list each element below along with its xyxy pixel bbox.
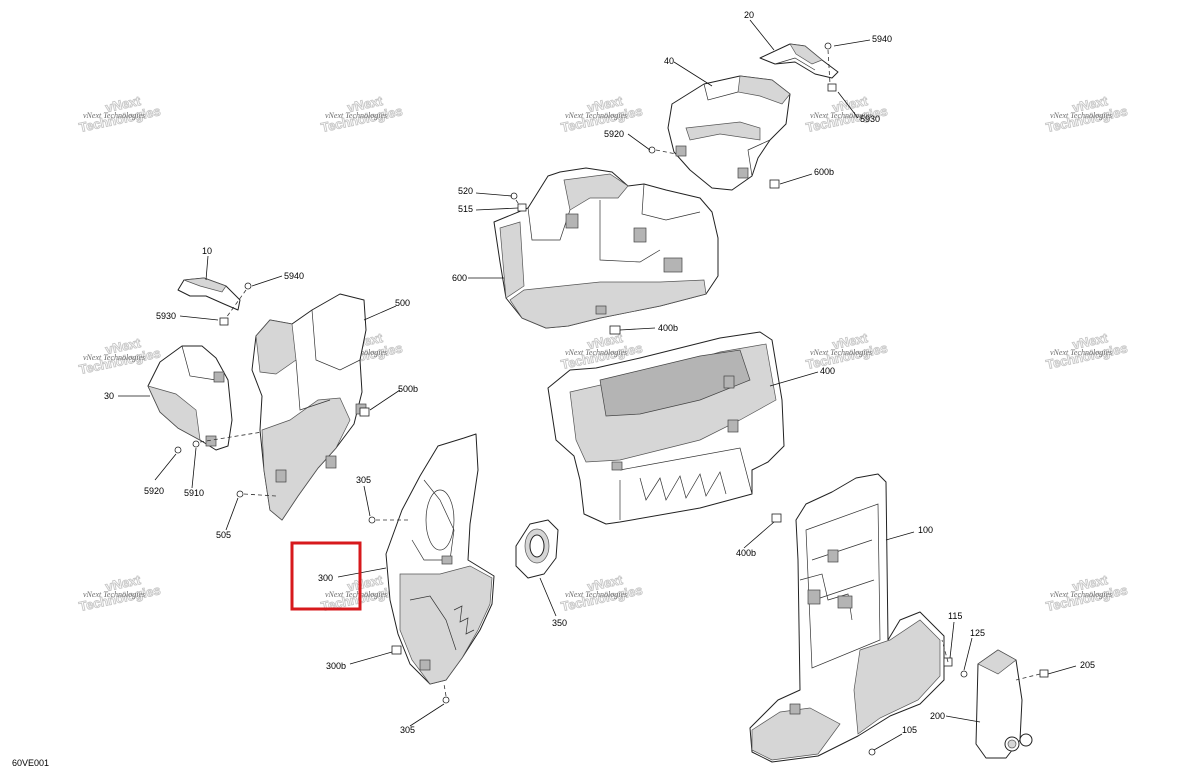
callout-5920-top[interactable]: 5920: [604, 129, 624, 139]
callout-400b-bottom[interactable]: 400b: [736, 548, 756, 558]
callout-5910[interactable]: 5910: [184, 488, 204, 498]
fastener-5920-left[interactable]: [174, 446, 182, 454]
callout-520[interactable]: 520: [458, 186, 473, 196]
fastener-600b[interactable]: [769, 179, 780, 189]
callout-500b[interactable]: 500b: [398, 384, 418, 394]
callout-5930-top[interactable]: 5930: [860, 114, 880, 124]
fastener-5920-top[interactable]: [648, 146, 656, 154]
svg-text:vNext Technologies: vNext Technologies: [83, 111, 145, 120]
watermark-9: Technologies vNext vNext Technologies: [804, 330, 889, 373]
fastener-300b[interactable]: [391, 645, 402, 655]
fastener-5930-top[interactable]: [827, 83, 837, 92]
part-100-panel[interactable]: [749, 473, 945, 763]
svg-text:vNext Technologies: vNext Technologies: [1050, 348, 1112, 357]
callout-115[interactable]: 115: [948, 611, 962, 621]
callout-305-top[interactable]: 305: [356, 475, 371, 485]
callout-5940-left[interactable]: 5940: [284, 271, 304, 281]
callouts: 20 5940 40 5930 5920 600b 520 515 600 40…: [104, 10, 1095, 735]
fastener-5930-left[interactable]: [219, 317, 229, 326]
fastener-5910[interactable]: [192, 440, 200, 448]
part-300-panel[interactable]: [385, 433, 495, 685]
callout-5920-left[interactable]: 5920: [144, 486, 164, 496]
callout-505[interactable]: 505: [216, 530, 231, 540]
fastener-400b-bottom[interactable]: [771, 513, 782, 523]
callout-305-bottom[interactable]: 305: [400, 725, 415, 735]
watermark-5: Technologies vNext vNext Technologies: [1044, 93, 1129, 136]
callout-200[interactable]: 200: [930, 711, 945, 721]
callout-205[interactable]: 205: [1080, 660, 1095, 670]
callout-10[interactable]: 10: [202, 246, 212, 256]
fastener-500b[interactable]: [359, 407, 370, 417]
watermarks: Technologies vNext vNext Technologies Te…: [77, 93, 1129, 615]
svg-text:vNext Technologies: vNext Technologies: [325, 590, 387, 599]
svg-text:vNext Technologies: vNext Technologies: [1050, 111, 1112, 120]
svg-text:vNext Technologies: vNext Technologies: [565, 348, 627, 357]
callout-125[interactable]: 125: [970, 628, 985, 638]
fastener-105[interactable]: [868, 748, 876, 756]
watermark-4: Technologies vNext vNext Technologies: [804, 93, 889, 136]
callout-300b[interactable]: 300b: [326, 661, 346, 671]
part-30-cover[interactable]: [147, 345, 233, 451]
part-40-cover[interactable]: [667, 75, 791, 191]
svg-text:vNext Technologies: vNext Technologies: [83, 353, 145, 362]
callout-30[interactable]: 30: [104, 391, 114, 401]
callout-100[interactable]: 100: [918, 525, 933, 535]
part-600-panel[interactable]: [493, 167, 719, 329]
callout-500[interactable]: 500: [395, 298, 410, 308]
fastener-125[interactable]: [960, 670, 968, 678]
svg-text:vNext Technologies: vNext Technologies: [565, 590, 627, 599]
watermark-3: Technologies vNext vNext Technologies: [559, 93, 644, 136]
svg-text:vNext Technologies: vNext Technologies: [1050, 590, 1112, 599]
svg-text:vNext Technologies: vNext Technologies: [810, 111, 872, 120]
svg-text:vNext Technologies: vNext Technologies: [83, 590, 145, 599]
part-200-module[interactable]: [975, 649, 1033, 759]
callout-5930-left[interactable]: 5930: [156, 311, 176, 321]
callout-350[interactable]: 350: [552, 618, 567, 628]
fastener-5940-top[interactable]: [824, 42, 832, 50]
part-500-panel[interactable]: [251, 293, 367, 521]
callout-400[interactable]: 400: [820, 366, 835, 376]
watermark-10: Technologies vNext vNext Technologies: [1044, 330, 1129, 373]
callout-515[interactable]: 515: [458, 204, 473, 214]
part-400-panel[interactable]: [547, 331, 785, 525]
callout-105[interactable]: 105: [902, 725, 917, 735]
svg-text:vNext Technologies: vNext Technologies: [810, 348, 872, 357]
fastener-505[interactable]: [236, 490, 244, 498]
watermark-6: Technologies vNext vNext Technologies: [77, 335, 162, 378]
watermark-13: Technologies vNext vNext Technologies: [559, 572, 644, 615]
fastener-305-bottom[interactable]: [442, 696, 450, 704]
callout-600b[interactable]: 600b: [814, 167, 834, 177]
leader-lines: [118, 19, 1077, 751]
fastener-5940-left[interactable]: [244, 282, 252, 290]
part-20-bracket[interactable]: [759, 43, 839, 79]
assembly-lines: [199, 49, 1041, 697]
callout-5940-top[interactable]: 5940: [872, 34, 892, 44]
callout-20[interactable]: 20: [744, 10, 754, 20]
callout-400b-top[interactable]: 400b: [658, 323, 678, 333]
fastener-205[interactable]: [1039, 669, 1049, 678]
watermark-2: Technologies vNext vNext Technologies: [319, 93, 404, 136]
part-10-bracket[interactable]: [177, 277, 241, 311]
part-350-grommet[interactable]: [515, 519, 559, 579]
svg-text:vNext Technologies: vNext Technologies: [565, 111, 627, 120]
svg-text:vNext Technologies: vNext Technologies: [325, 111, 387, 120]
watermark-15: Technologies vNext vNext Technologies: [1044, 572, 1129, 615]
watermark-1: Technologies vNext vNext Technologies: [77, 93, 162, 136]
callout-300[interactable]: 300: [318, 573, 333, 583]
callout-600[interactable]: 600: [452, 273, 467, 283]
watermark-11: Technologies vNext vNext Technologies: [77, 572, 162, 615]
fastener-400b-top[interactable]: [609, 325, 621, 335]
fastener-515[interactable]: [517, 203, 527, 212]
highlight-box-300: [290, 541, 362, 611]
drawing-code: 60VE001: [12, 758, 49, 768]
fastener-305-top[interactable]: [368, 516, 376, 524]
fasteners: [174, 42, 1049, 756]
callout-40[interactable]: 40: [664, 56, 674, 66]
